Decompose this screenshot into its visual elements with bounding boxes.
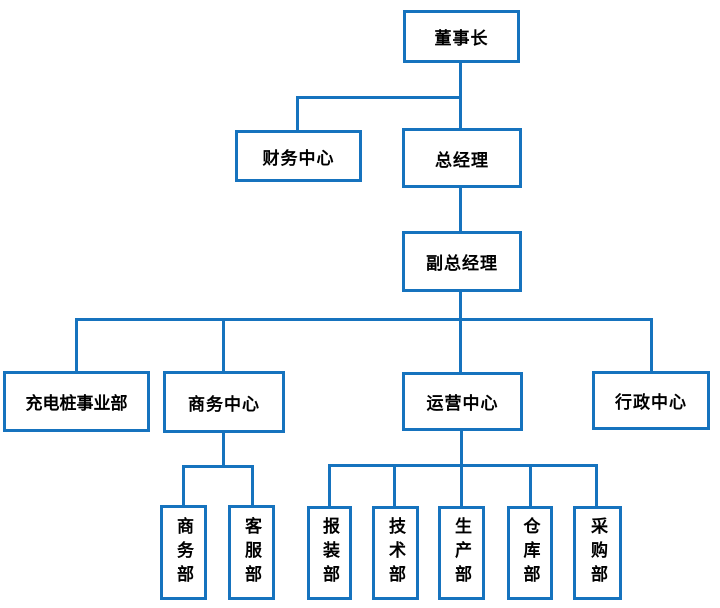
node-finance-center: 财务中心 <box>235 130 362 182</box>
connector-line <box>459 63 462 128</box>
connector-line <box>460 464 463 506</box>
node-warehouse-dept: 仓库部 <box>507 506 553 600</box>
connector-line <box>459 292 462 321</box>
node-label: 副总经理 <box>426 254 498 273</box>
node-label: 行政中心 <box>615 393 687 412</box>
node-label: 仓库部 <box>520 517 540 589</box>
connector-line <box>328 464 331 506</box>
node-label: 商务部 <box>174 516 193 589</box>
node-purchasing-dept: 采购部 <box>573 506 622 600</box>
node-operations-center: 运营中心 <box>402 372 523 431</box>
connector-line <box>459 188 462 231</box>
node-label: 财务中心 <box>262 148 335 168</box>
node-general-manager: 总经理 <box>402 128 522 188</box>
connector-line <box>650 318 653 371</box>
connector-line <box>529 464 532 506</box>
node-technology-dept: 技术部 <box>372 506 419 600</box>
node-deputy-general-manager: 副总经理 <box>402 231 522 292</box>
node-business-center: 商务中心 <box>163 371 285 433</box>
connector-line <box>328 464 598 467</box>
node-label: 商务中心 <box>188 394 260 414</box>
connector-line <box>459 318 462 372</box>
node-label: 总经理 <box>435 150 489 170</box>
connector-line <box>296 96 462 99</box>
connector-line <box>222 433 225 468</box>
connector-line <box>251 465 254 505</box>
node-label: 报装部 <box>320 517 339 589</box>
connector-line <box>296 96 299 130</box>
node-label: 充电桩事业部 <box>25 394 128 413</box>
node-customer-service-dept: 客服部 <box>228 505 275 600</box>
node-installation-dept: 报装部 <box>307 506 352 600</box>
node-admin-center: 行政中心 <box>592 371 710 430</box>
node-production-dept: 生产部 <box>438 506 485 600</box>
node-chairman: 董事长 <box>403 10 520 63</box>
connector-line <box>393 464 396 506</box>
connector-line <box>460 431 463 466</box>
node-label: 客服部 <box>242 516 261 589</box>
node-label: 董事长 <box>434 29 489 48</box>
node-label: 运营中心 <box>426 394 499 413</box>
node-label: 采购部 <box>588 517 607 589</box>
node-label: 技术部 <box>386 517 405 589</box>
node-label: 生产部 <box>452 517 471 589</box>
connector-line <box>222 318 225 371</box>
connector-line <box>182 465 185 505</box>
connector-line <box>182 465 254 468</box>
node-charging-pile-division: 充电桩事业部 <box>3 371 150 432</box>
node-business-dept: 商务部 <box>160 505 207 600</box>
connector-line <box>75 318 78 371</box>
connector-line <box>595 464 598 506</box>
connector-line <box>75 318 653 321</box>
